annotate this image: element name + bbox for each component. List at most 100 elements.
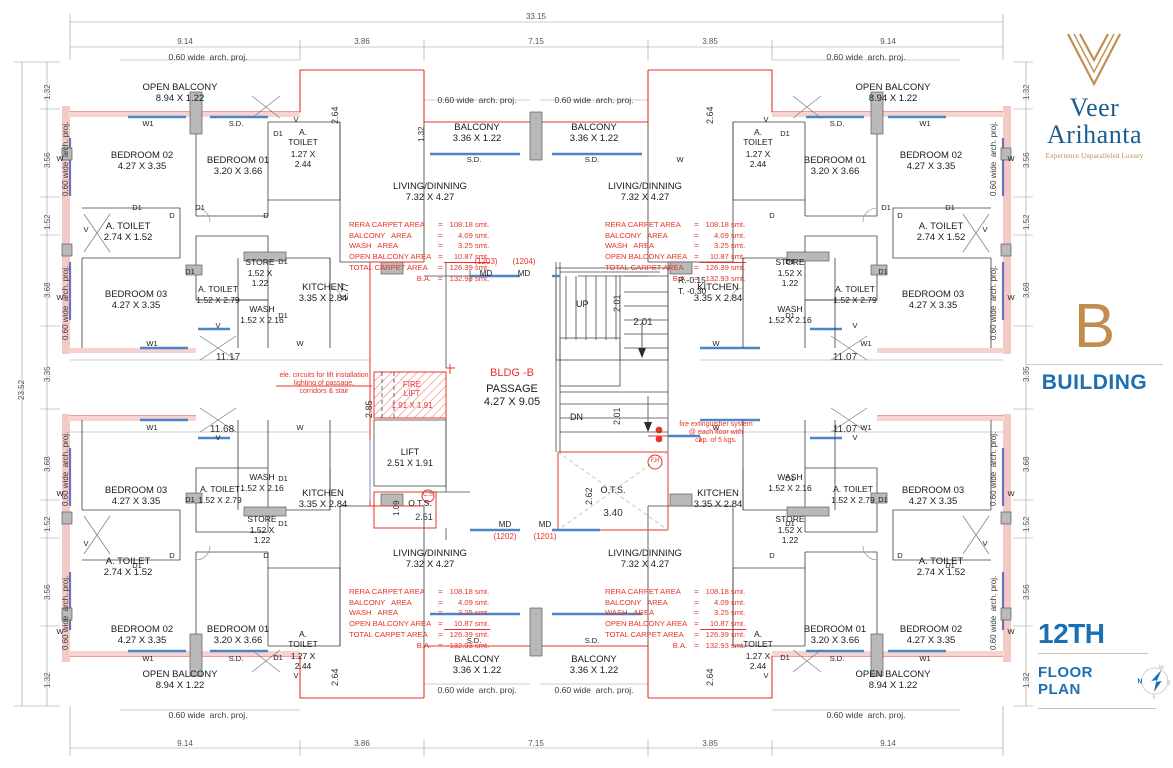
- room-a-toilet-mid-br-name: A. TOILET: [918, 556, 964, 567]
- tag-w1-tr: W1: [919, 119, 931, 128]
- md-label-tr: MD: [517, 269, 531, 278]
- room-open-balcony-tr-dim: 8.94 X 1.22: [868, 93, 918, 104]
- tag-sd-bal-bl: S.D.: [466, 636, 482, 645]
- tag-d1-wash-tl: D1: [278, 311, 288, 320]
- note-fire-extinguisher: fire extinguisher system @ each floor wi…: [679, 421, 753, 444]
- area-row-eq: =: [694, 597, 699, 607]
- building-tag-block: B BUILDING: [1016, 296, 1173, 395]
- svg-text:W: W: [1159, 665, 1164, 671]
- dim-left-seg-9: 1.32: [43, 672, 52, 688]
- room-a-toilet-br-dim: 1.27 X 2.44: [745, 651, 771, 671]
- area-row-label: WASH AREA: [605, 241, 655, 250]
- tag-w1-bottom-bl: W1: [146, 423, 158, 432]
- core-lift-name: LIFT: [400, 447, 420, 457]
- tag-d1-store-tl: D1: [185, 267, 195, 276]
- area-row-value: 108.18 smt.: [449, 220, 490, 229]
- tag-d1-toilet-bl: D1: [132, 561, 142, 570]
- room-bedroom01-br-dim: 3.20 X 3.66: [810, 635, 860, 646]
- area-row-eq: =: [438, 640, 443, 650]
- tag-w-living-tr: W: [676, 155, 684, 164]
- room-store-tl-dim: 1.52 X 1.22: [247, 268, 273, 288]
- dim-top-seg-3: 7.15: [528, 37, 544, 46]
- room-bedroom02-bl-dim: 4.27 X 3.35: [117, 635, 167, 646]
- room-kitchen-tr-dim: 3.35 X 2.84: [693, 293, 743, 304]
- room-store-tr-name: STORE: [775, 257, 805, 267]
- area-row-eq: =: [694, 618, 699, 628]
- dim-top-total: 33.15: [525, 12, 547, 21]
- room-living-tl-dim: 7.32 X 4.27: [405, 192, 455, 203]
- room-balcony-tr-dim: 3.36 X 1.22: [569, 133, 619, 144]
- room-store-tr-dim: 1.52 X 1.22: [777, 268, 803, 288]
- tag-w-kitchen-tr: W: [712, 339, 720, 348]
- room-a-toilet-mid-tr-dim: 2.74 X 1.52: [916, 232, 966, 243]
- dim-balcony-depth-bottom-right: 2.64: [705, 668, 715, 686]
- tag-w-bed02-br: W: [1007, 627, 1015, 636]
- area-row-eq: =: [694, 640, 699, 650]
- dim-inner-bottom-left: 11.68: [209, 424, 235, 435]
- tag-w-bed03-tr: W: [1007, 293, 1015, 302]
- dim-left-seg-1: 1.32: [43, 84, 52, 100]
- room-living-br-name: LIVING/DINNING: [608, 548, 682, 559]
- unit-number-1201: (1201): [533, 532, 557, 541]
- tag-d1-store2-tl: D1: [278, 257, 288, 266]
- area-row-value: 4.09 smt.: [458, 230, 490, 240]
- area-row-label: OPEN BALCONY AREA: [349, 618, 432, 628]
- area-row-label: B.A.: [416, 640, 432, 650]
- tag-d1-bed01-tr: D1: [881, 203, 891, 212]
- room-open-balcony-tl-dim: 8.94 X 1.22: [155, 93, 205, 104]
- area-row-value: 3.25 smt.: [714, 608, 746, 617]
- note-arch-proj-top-right: 0.60 wide arch. proj.: [826, 52, 906, 62]
- core-ots-label-left: O.T.S.: [408, 498, 432, 508]
- room-bedroom01-tr-name: BEDROOM 01: [803, 155, 867, 166]
- area-row-eq: =: [438, 273, 443, 283]
- area-row-eq: =: [694, 587, 699, 596]
- tag-d1-toilet-tr: D1: [945, 203, 955, 212]
- room-bedroom01-tl-name: BEDROOM 01: [206, 155, 270, 166]
- tag-d-tr-1: D: [897, 211, 903, 220]
- room-a-toilet-bl-dim: 1.27 X 2.44: [290, 651, 316, 671]
- area-row-label: TOTAL CARPET AREA: [605, 629, 684, 639]
- tag-d1-wash-bl: D1: [278, 474, 288, 483]
- note-arch-proj-top-left: 0.60 wide arch. proj.: [168, 52, 248, 62]
- room-open-balcony-br-dim: 8.94 X 1.22: [868, 680, 918, 691]
- room-bedroom02-tr-name: BEDROOM 02: [899, 150, 963, 161]
- core-ots-label-centre: O.T.S.: [600, 485, 626, 495]
- tag-d-bl-1: D: [169, 551, 175, 560]
- tag-v-toilet-br: V: [982, 539, 988, 548]
- room-a-toilet-mid-br-dim: 2.74 X 1.52: [916, 567, 966, 578]
- area-schedule-tl: RERA CARPET AREA=108.18 smt. BALCONY ARE…: [348, 203, 491, 293]
- dim-balcony-depth-top: 2.64: [330, 106, 340, 124]
- tag-v-bl: V: [293, 671, 299, 680]
- brand-tagline: Experience Unparalleled Luxury: [1045, 152, 1144, 161]
- room-wash-tr-name: WASH: [777, 304, 803, 314]
- core-cs-tag: C.S: [422, 492, 434, 498]
- tag-w-bed03-tl: W: [56, 293, 64, 302]
- note-lift-electrical: ele. circuits for lift installation ligh…: [279, 372, 369, 395]
- tag-d1-wash-tr: D1: [785, 311, 795, 320]
- dim-inner-top-left: 11.17: [215, 352, 241, 363]
- tag-w-bed03-br: W: [1007, 489, 1015, 498]
- tag-d1-store2-tr: D1: [785, 257, 795, 266]
- area-row-label: OPEN BALCONY AREA: [605, 251, 688, 261]
- room-bedroom01-br-name: BEDROOM 01: [803, 624, 867, 635]
- note-arch-proj-bottom-left: 0.60 wide arch. proj.: [168, 710, 248, 720]
- dim-bottom-seg-5: 9.14: [880, 739, 896, 748]
- area-row-value: 126.39 smt.: [705, 630, 746, 639]
- north-compass-icon: N E W S: [1137, 665, 1171, 701]
- veer-monogram-icon: [1067, 33, 1121, 87]
- tag-w1-bottom-br: W1: [860, 423, 872, 432]
- room-bedroom03-tr-dim: 4.27 X 3.35: [908, 300, 958, 311]
- tag-d1-wash-br: D1: [785, 474, 795, 483]
- area-row-label: BALCONY AREA: [349, 597, 412, 607]
- room-store-br-name: STORE: [775, 514, 805, 524]
- room-a-toilet-tr-name: A. TOILET: [743, 127, 773, 147]
- area-row-eq: =: [438, 220, 443, 229]
- room-kitchen-bl-name: KITCHEN: [302, 488, 344, 499]
- room-a-toilet-k-bl-dim: 1.52 X 2.79: [198, 495, 242, 505]
- room-bedroom03-bl-name: BEDROOM 03: [104, 485, 168, 496]
- dim-bottom-seg-2: 3.86: [354, 739, 370, 748]
- dim-left-seg-6: 3.68: [43, 456, 52, 472]
- area-row-value: 132.93 smt.: [449, 273, 490, 283]
- area-schedule-br: RERA CARPET AREA=108.18 smt. BALCONY ARE…: [604, 570, 747, 660]
- core-fh-tag: F.H: [650, 458, 660, 464]
